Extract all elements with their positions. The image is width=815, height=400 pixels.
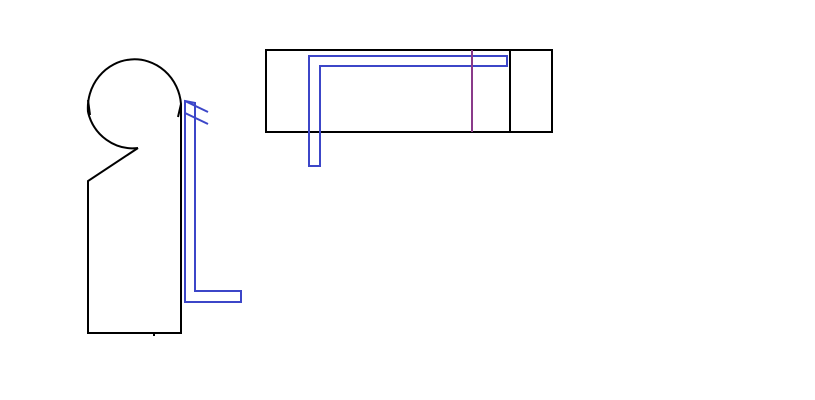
right-figure: [265, 49, 553, 133]
blue-tick-upper: [184, 100, 209, 113]
left-blue-parts: [184, 99, 242, 303]
rectangle-outline: [265, 49, 553, 133]
head-stub: [87, 99, 91, 116]
blue-tick-lower: [184, 112, 209, 125]
body-outline: [87, 104, 182, 334]
right-blue-parts: [308, 55, 508, 167]
left-figure: [86, 58, 183, 336]
head-circle: [86, 58, 183, 150]
right-blue-l-bracket: [308, 55, 508, 167]
left-blue-l-bracket: [184, 99, 242, 303]
